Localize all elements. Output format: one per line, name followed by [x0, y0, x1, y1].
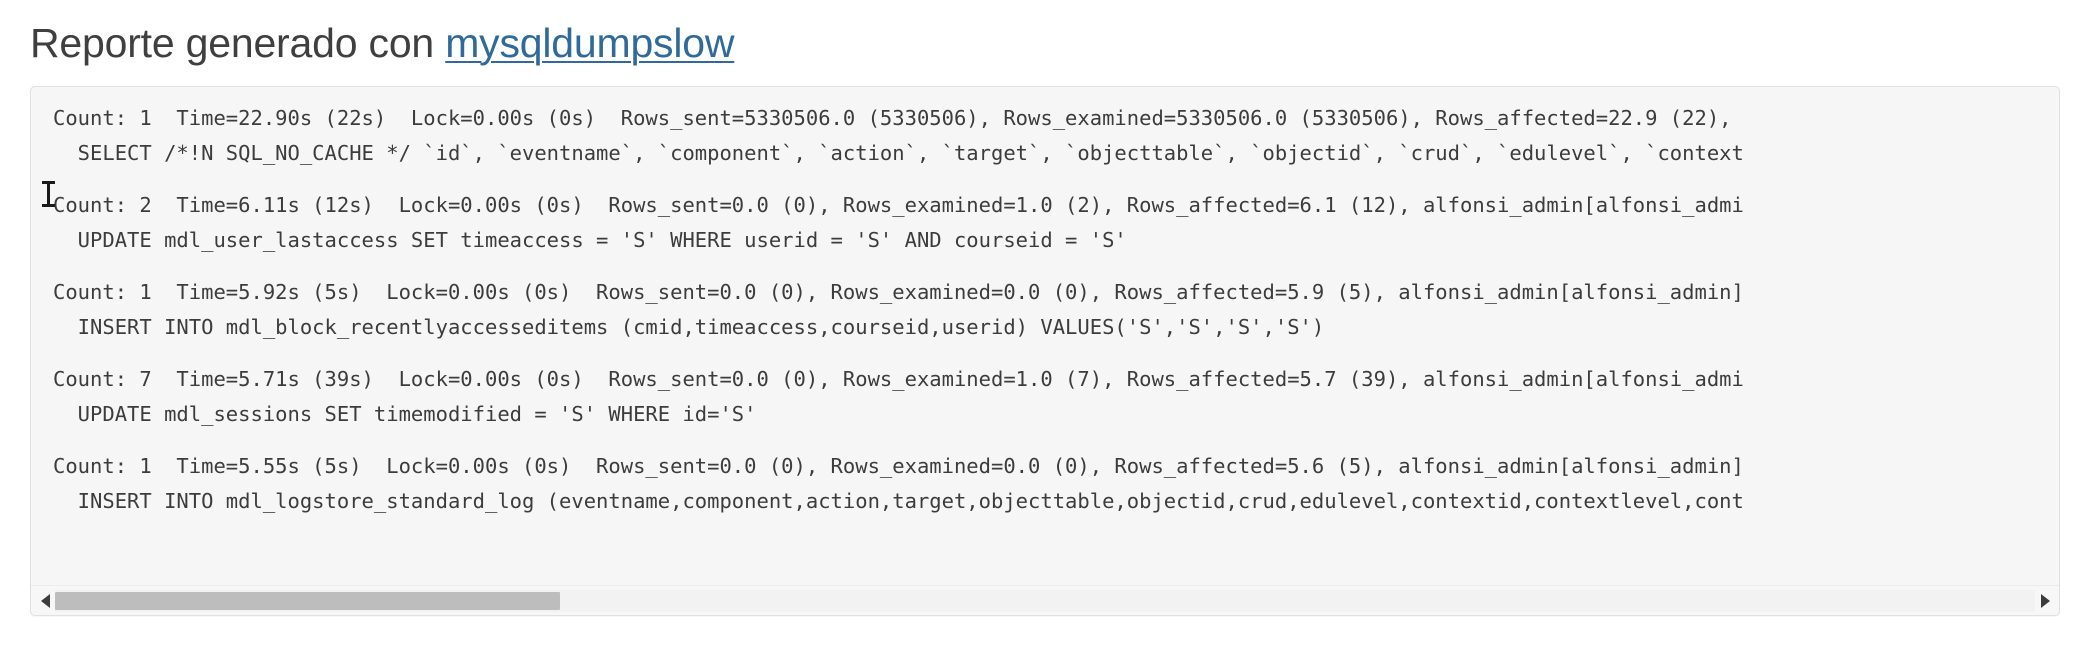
scrollbar-track[interactable]	[55, 589, 2035, 612]
code-line-blank	[53, 171, 2059, 188]
code-viewport[interactable]: Count: 1 Time=22.90s (22s) Lock=0.00s (0…	[31, 87, 2059, 585]
code-line-blank	[53, 432, 2059, 449]
code-line: Count: 1 Time=5.92s (5s) Lock=0.00s (0s)…	[53, 280, 1744, 304]
code-output-panel: Count: 1 Time=22.90s (22s) Lock=0.00s (0…	[30, 86, 2060, 616]
code-line: Count: 2 Time=6.11s (12s) Lock=0.00s (0s…	[53, 193, 1744, 217]
code-line: Count: 1 Time=22.90s (22s) Lock=0.00s (0…	[53, 106, 1732, 130]
code-line: INSERT INTO mdl_logstore_standard_log (e…	[53, 489, 1744, 513]
code-line: Count: 1 Time=5.55s (5s) Lock=0.00s (0s)…	[53, 454, 1744, 478]
code-line: INSERT INTO mdl_block_recentlyaccessedit…	[53, 315, 1325, 339]
code-line: UPDATE mdl_sessions SET timemodified = '…	[53, 402, 757, 426]
horizontal-scrollbar[interactable]	[31, 585, 2059, 615]
page-title-prefix: Reporte generado con	[30, 20, 446, 66]
code-lines: Count: 1 Time=22.90s (22s) Lock=0.00s (0…	[53, 101, 2059, 519]
scrollbar-thumb[interactable]	[55, 591, 560, 610]
code-line: Count: 7 Time=5.71s (39s) Lock=0.00s (0s…	[53, 367, 1744, 391]
code-line: SELECT /*!N SQL_NO_CACHE */ `id`, `event…	[53, 141, 1744, 165]
page-title: Reporte generado con mysqldumpslow	[0, 0, 2085, 69]
slow-query-log-output[interactable]: Count: 1 Time=22.90s (22s) Lock=0.00s (0…	[31, 101, 2059, 519]
code-line-blank	[53, 345, 2059, 362]
code-line: UPDATE mdl_user_lastaccess SET timeacces…	[53, 228, 1127, 252]
mysqldumpslow-link[interactable]: mysqldumpslow	[445, 20, 735, 66]
scroll-right-arrow-icon[interactable]	[2035, 587, 2055, 615]
scroll-left-arrow-icon[interactable]	[35, 587, 55, 615]
code-line-blank	[53, 258, 2059, 275]
